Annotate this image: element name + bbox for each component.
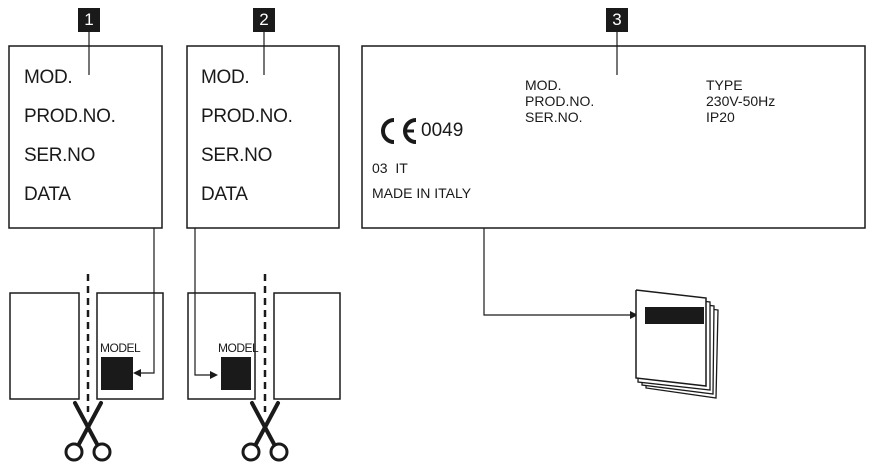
made-in-italy: MADE IN ITALY xyxy=(372,185,472,201)
ce-number: 0049 xyxy=(421,120,464,141)
manual-booklet-icon xyxy=(635,289,719,399)
plate-1-line-ser: SER.NO xyxy=(24,145,96,166)
plate-2-frame xyxy=(186,45,340,229)
plate-1-line-data: DATA xyxy=(24,184,71,205)
right-model-label-box xyxy=(221,357,251,390)
plate-3-voltage: 230V-50Hz xyxy=(706,93,776,109)
plate-3-ip: IP20 xyxy=(706,109,735,125)
plate-3-ser: SER.NO. xyxy=(525,109,583,125)
model-label-right: MODEL xyxy=(218,341,259,355)
model-label-left: MODEL xyxy=(100,341,141,355)
plate-2-line-mod: MOD. xyxy=(201,67,250,88)
left-outer-panel xyxy=(9,292,80,400)
tag-2: 2 xyxy=(253,8,275,32)
plate-3-frame xyxy=(361,45,866,229)
left-connector xyxy=(139,228,155,374)
plate-3-prod: PROD.NO. xyxy=(525,93,595,109)
left-model-label-box xyxy=(101,357,133,390)
plate-3-type: TYPE xyxy=(706,77,743,93)
plate-2-line-ser: SER.NO xyxy=(201,145,273,166)
scissors-icon xyxy=(64,401,112,462)
country-line: 03 IT xyxy=(372,160,408,176)
scissors-icon xyxy=(241,401,289,462)
tag-1: 1 xyxy=(78,8,100,32)
right-connector xyxy=(194,228,210,376)
plate-1-frame xyxy=(8,45,163,229)
ce-mark-icon xyxy=(381,118,417,144)
right-arrow-head xyxy=(210,371,218,379)
tag-3: 3 xyxy=(606,8,628,32)
plate-3-connector xyxy=(483,228,630,316)
plate-3-arrow-head xyxy=(630,311,638,319)
plate-2-line-prod: PROD.NO. xyxy=(201,106,293,127)
plate-1-line-prod: PROD.NO. xyxy=(24,106,116,127)
plate-3-mod: MOD. xyxy=(525,77,562,93)
right-outer-panel xyxy=(273,292,341,400)
left-arrow-head xyxy=(133,369,141,377)
plate-1-line-mod: MOD. xyxy=(24,67,73,88)
plate-2-line-data: DATA xyxy=(201,184,248,205)
